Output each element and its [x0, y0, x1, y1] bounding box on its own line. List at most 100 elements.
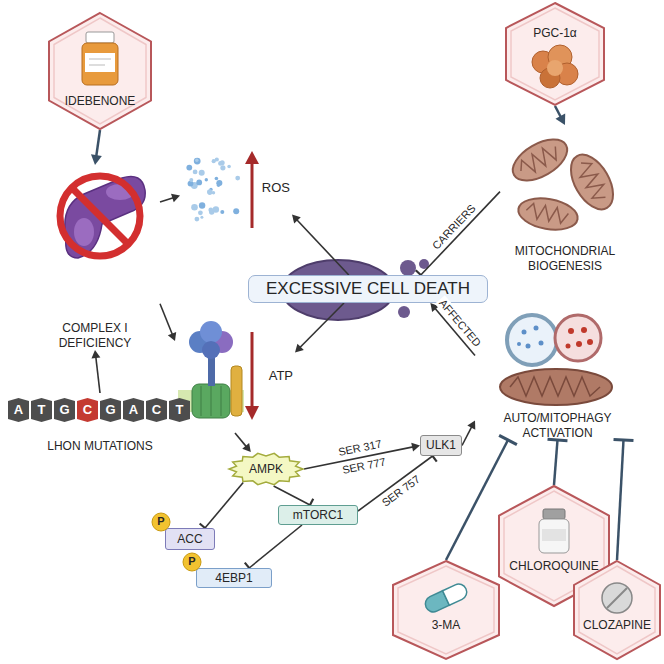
node-text: ATP	[269, 368, 293, 384]
atp-synthase-icon-part	[211, 386, 212, 416]
star-shape	[229, 453, 303, 484]
drug-hexagon-outline	[573, 560, 661, 660]
atp-synthase-icon-part	[201, 386, 202, 416]
ros-dot	[213, 206, 219, 212]
protein-icon-part	[547, 60, 563, 76]
hexagon-shape	[393, 561, 499, 659]
node-text: COMPLEX I DEFICIENCY	[48, 321, 143, 350]
ros-dot	[195, 159, 198, 162]
kinase-star: AMPK	[228, 452, 304, 486]
pill-icon-part	[607, 588, 627, 608]
protein-box: mTORC1	[278, 505, 358, 525]
dna-tile	[54, 398, 75, 422]
base-letter: A	[129, 403, 138, 418]
activation-arrow	[160, 194, 180, 203]
autophagy-icon-part	[576, 341, 582, 347]
base-letter: A	[14, 403, 23, 418]
hexagon-inner	[511, 8, 599, 100]
dna-sequence	[8, 398, 190, 422]
capsule-icon-part	[423, 581, 470, 614]
outcome-box: EXCESSIVE CELL DEATH	[248, 275, 488, 303]
dna-tile	[31, 398, 52, 422]
node-text: ULK1	[426, 438, 456, 452]
complex-i-icon-part	[72, 188, 128, 244]
mitochondria-icon-part-part	[525, 202, 569, 224]
drug-hexagon: 3-MA	[392, 560, 500, 660]
base-tile-holder: T	[31, 398, 52, 422]
bottle-icon-part	[85, 53, 115, 72]
autophagy-icon-part	[534, 326, 539, 331]
bottle-icon-part	[89, 59, 111, 60]
hexagon-inner	[398, 566, 494, 654]
autophagy-icon-part	[507, 315, 557, 365]
hexagon-inner	[54, 18, 146, 124]
node-text: IDEBENONE	[65, 94, 136, 108]
connector-line	[249, 525, 302, 568]
activation-arrow	[292, 215, 349, 275]
activation-arrow	[235, 433, 251, 452]
mitochondria-icon-part-part	[574, 158, 610, 203]
autophagy-icon-part	[566, 344, 571, 349]
base-tile-holder: A	[8, 398, 29, 422]
mitochondria-icon	[506, 131, 622, 234]
base-tile-holder: T	[169, 398, 190, 422]
protein-icon	[532, 45, 578, 88]
damaged-mitochondrion-part	[398, 306, 410, 318]
ros-dot	[235, 176, 240, 181]
ros-dot	[196, 180, 202, 186]
activation-arrow	[295, 303, 344, 353]
node-text: CLOZAPINE	[583, 618, 651, 632]
activation-arrow	[91, 130, 102, 165]
node-text: 4EBP1	[215, 571, 252, 585]
edge-label-holder: SER 757	[378, 471, 424, 510]
activation-arrow	[462, 421, 475, 446]
ros-dot	[194, 158, 201, 165]
node-text: LHON MUTATIONS	[47, 439, 153, 453]
ros-dot	[207, 189, 213, 195]
mutation-node: LHON MUTATIONS	[4, 393, 196, 453]
damaged-mitochondrion-part	[400, 260, 416, 276]
base-letter: C	[152, 403, 161, 418]
node-text: AUTO/MITOPHAGY ACTIVATION	[495, 411, 620, 440]
dna-tile	[169, 398, 190, 422]
ros-dot	[195, 217, 200, 222]
base-tile-holder: C	[146, 398, 167, 422]
pill-icon	[602, 583, 632, 613]
autophagy-icon-part	[510, 377, 600, 396]
ros-dot	[191, 204, 198, 211]
complex-i-icon-part	[74, 218, 94, 246]
protein-box: 4EBP1P	[196, 568, 272, 588]
inhibition-line	[416, 192, 500, 280]
pill-icon-part	[602, 583, 632, 613]
autophagy-icon-part	[526, 344, 531, 349]
dna-tile	[100, 398, 121, 422]
atp-synthase-icon-part	[221, 386, 222, 416]
ros-dot	[215, 177, 219, 181]
node-text: PGC-1α	[533, 26, 577, 40]
atp-synthase-icon-part	[202, 341, 220, 359]
mitochondria-icon-part-part	[562, 148, 621, 217]
autophagy-icon-part	[587, 339, 593, 345]
ros-dot	[199, 170, 205, 176]
ros-dots	[186, 157, 240, 221]
increase-arrow-part	[251, 162, 254, 228]
inhibition-line	[245, 525, 302, 573]
drug-hexagon: CLOZAPINE	[573, 560, 661, 660]
node-text: CHLOROQUINE	[509, 559, 598, 573]
autophagy-icon-part	[539, 341, 544, 346]
ros-dot	[205, 178, 208, 181]
activation-arrow	[91, 350, 100, 393]
connector-line	[300, 303, 344, 348]
dna-tile	[8, 398, 29, 422]
base-letter: G	[105, 403, 115, 418]
connector-line	[555, 106, 561, 117]
connector-line	[297, 220, 349, 275]
node-text: P	[188, 555, 195, 568]
bottle-icon	[82, 32, 118, 85]
edge-label: AFFECTED	[435, 296, 485, 352]
ros-dot	[199, 202, 205, 208]
mitochondria-icon-part	[516, 194, 580, 234]
ros-dot	[233, 208, 239, 214]
bottle-icon-part	[86, 32, 114, 43]
